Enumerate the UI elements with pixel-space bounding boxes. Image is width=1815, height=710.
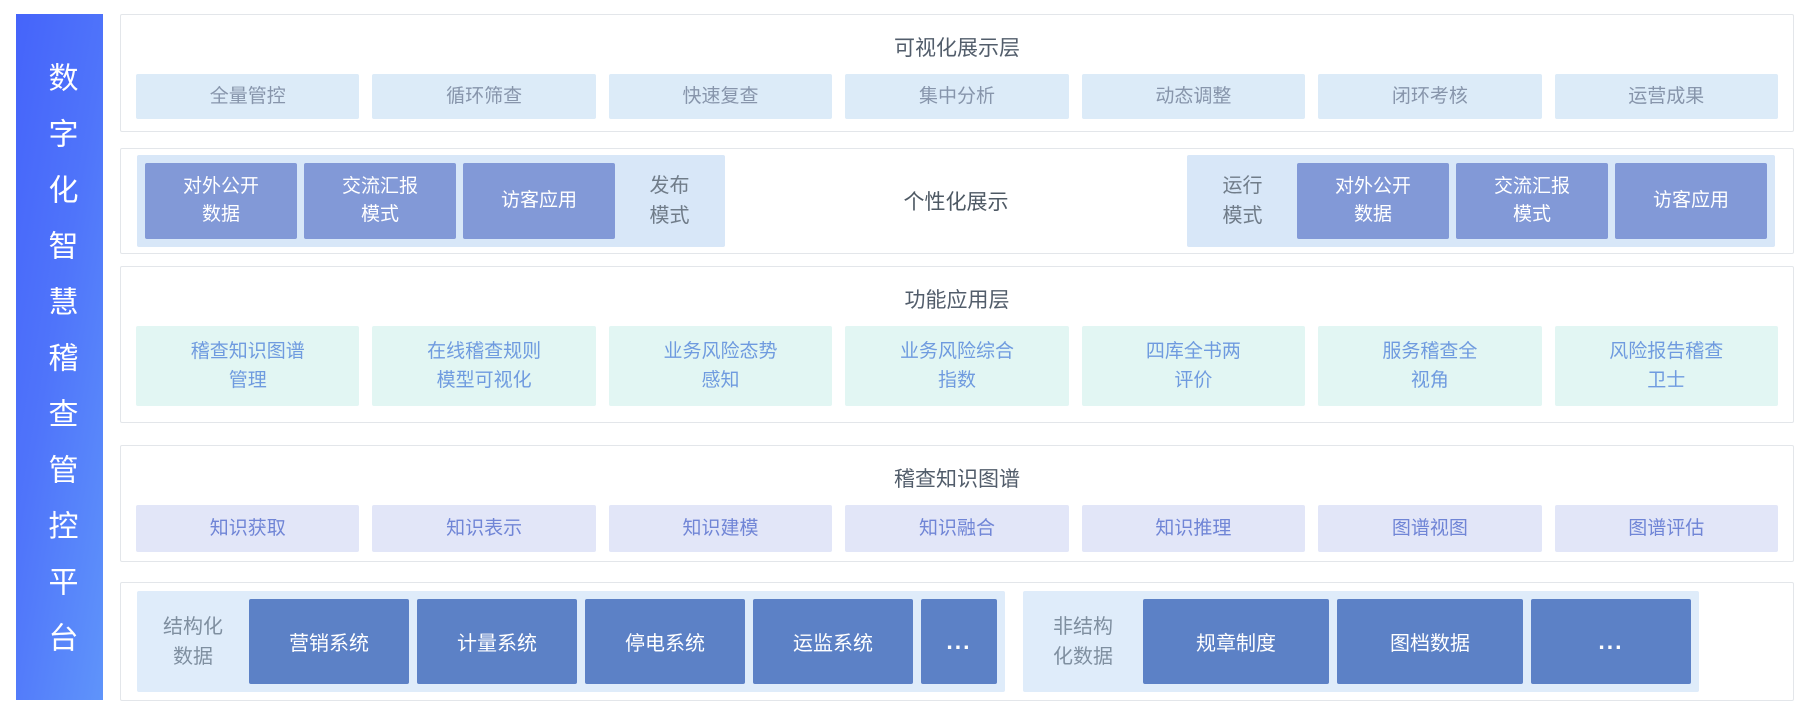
run-mode-group: 运行 模式 对外公开 数据 交流汇报 模式 访客应用 bbox=[1187, 155, 1775, 247]
run-mode-box: 对外公开 数据 bbox=[1297, 163, 1449, 239]
run-mode-label: 运行 模式 bbox=[1222, 175, 1263, 227]
structured-data-group: 结构化 数据 营销系统 计量系统 停电系统 运监系统 ... bbox=[137, 591, 1005, 692]
run-mode-box: 交流汇报 模式 bbox=[1456, 163, 1608, 239]
structured-system-box: 运监系统 bbox=[753, 599, 913, 684]
structured-system-box: 计量系统 bbox=[417, 599, 577, 684]
functions-chip-row: 稽查知识图谱 管理 在线稽查规则 模型可视化 业务风险态势 感知 业务风险综合 … bbox=[121, 314, 1793, 421]
visualization-chip: 动态调整 bbox=[1081, 74, 1306, 119]
layer-title-functions: 功能应用层 bbox=[904, 289, 1010, 312]
function-chip: 在线稽查规则 模型可视化 bbox=[372, 326, 596, 406]
layer-card-display-modes: 对外公开 数据 交流汇报 模式 访客应用 发布 模式 个性化展示 运行 模式 对… bbox=[120, 148, 1794, 254]
layer-card-data-sources: 结构化 数据 营销系统 计量系统 停电系统 运监系统 ... 非结构 化数据 规… bbox=[120, 582, 1794, 701]
unstructured-system-box: 图档数据 bbox=[1337, 599, 1523, 684]
personalized-display-area: 个性化展示 bbox=[725, 186, 1187, 216]
function-chip: 风险报告稽查 卫士 bbox=[1554, 326, 1778, 406]
function-chip: 业务风险态势 感知 bbox=[608, 326, 833, 406]
structured-data-label: 结构化 数据 bbox=[163, 615, 223, 668]
visualization-chip: 闭环考核 bbox=[1318, 74, 1542, 119]
unstructured-data-group: 非结构 化数据 规章制度 图档数据 ... bbox=[1023, 591, 1699, 692]
function-chip: 稽查知识图谱 管理 bbox=[136, 326, 360, 406]
layer-title-knowledge-graph: 稽查知识图谱 bbox=[894, 468, 1020, 491]
structured-more-box: ... bbox=[921, 599, 997, 684]
visualization-chip: 全量管控 bbox=[136, 74, 360, 119]
function-chip: 四库全书两 评价 bbox=[1081, 326, 1306, 406]
layer-card-visualization: 可视化展示层 全量管控 循环筛查 快速复查 集中分析 动态调整 闭环考核 运营成… bbox=[120, 14, 1794, 132]
personalized-display-label: 个性化展示 bbox=[903, 191, 1009, 214]
publish-mode-group: 对外公开 数据 交流汇报 模式 访客应用 发布 模式 bbox=[137, 155, 725, 247]
unstructured-data-label: 非结构 化数据 bbox=[1053, 615, 1113, 668]
knowledge-chip: 知识融合 bbox=[845, 505, 1069, 552]
structured-system-box: 营销系统 bbox=[249, 599, 409, 684]
knowledge-chip-row: 知识获取 知识表示 知识建模 知识融合 知识推理 图谱视图 图谱评估 bbox=[121, 493, 1793, 567]
platform-banner: 数字化智慧稽查管控平台 bbox=[16, 14, 103, 700]
visualization-chip-row: 全量管控 循环筛查 快速复查 集中分析 动态调整 闭环考核 运营成果 bbox=[121, 62, 1793, 134]
knowledge-chip: 知识获取 bbox=[136, 505, 360, 552]
knowledge-chip: 图谱视图 bbox=[1318, 505, 1542, 552]
structured-system-box: 停电系统 bbox=[585, 599, 745, 684]
knowledge-chip: 图谱评估 bbox=[1554, 505, 1778, 552]
visualization-chip: 循环筛查 bbox=[372, 74, 596, 119]
unstructured-more-box: ... bbox=[1531, 599, 1691, 684]
unstructured-system-box: 规章制度 bbox=[1143, 599, 1329, 684]
visualization-chip: 集中分析 bbox=[845, 74, 1069, 119]
knowledge-chip: 知识建模 bbox=[608, 505, 833, 552]
publish-mode-box: 访客应用 bbox=[463, 163, 615, 239]
layer-card-knowledge-graph: 稽查知识图谱 知识获取 知识表示 知识建模 知识融合 知识推理 图谱视图 图谱评… bbox=[120, 445, 1794, 562]
layer-card-functions: 功能应用层 稽查知识图谱 管理 在线稽查规则 模型可视化 业务风险态势 感知 业… bbox=[120, 266, 1794, 423]
knowledge-chip: 知识推理 bbox=[1081, 505, 1306, 552]
platform-title: 数字化智慧稽查管控平台 bbox=[43, 62, 77, 678]
visualization-chip: 快速复查 bbox=[608, 74, 833, 119]
publish-mode-label: 发布 模式 bbox=[649, 175, 690, 227]
knowledge-chip: 知识表示 bbox=[372, 505, 596, 552]
function-chip: 服务稽查全 视角 bbox=[1318, 326, 1542, 406]
visualization-chip: 运营成果 bbox=[1554, 74, 1778, 119]
publish-mode-box: 对外公开 数据 bbox=[145, 163, 297, 239]
run-mode-box: 访客应用 bbox=[1615, 163, 1767, 239]
layer-title-visualization: 可视化展示层 bbox=[894, 37, 1020, 60]
publish-mode-box: 交流汇报 模式 bbox=[304, 163, 456, 239]
function-chip: 业务风险综合 指数 bbox=[845, 326, 1069, 406]
layers-column: 可视化展示层 全量管控 循环筛查 快速复查 集中分析 动态调整 闭环考核 运营成… bbox=[120, 14, 1794, 701]
